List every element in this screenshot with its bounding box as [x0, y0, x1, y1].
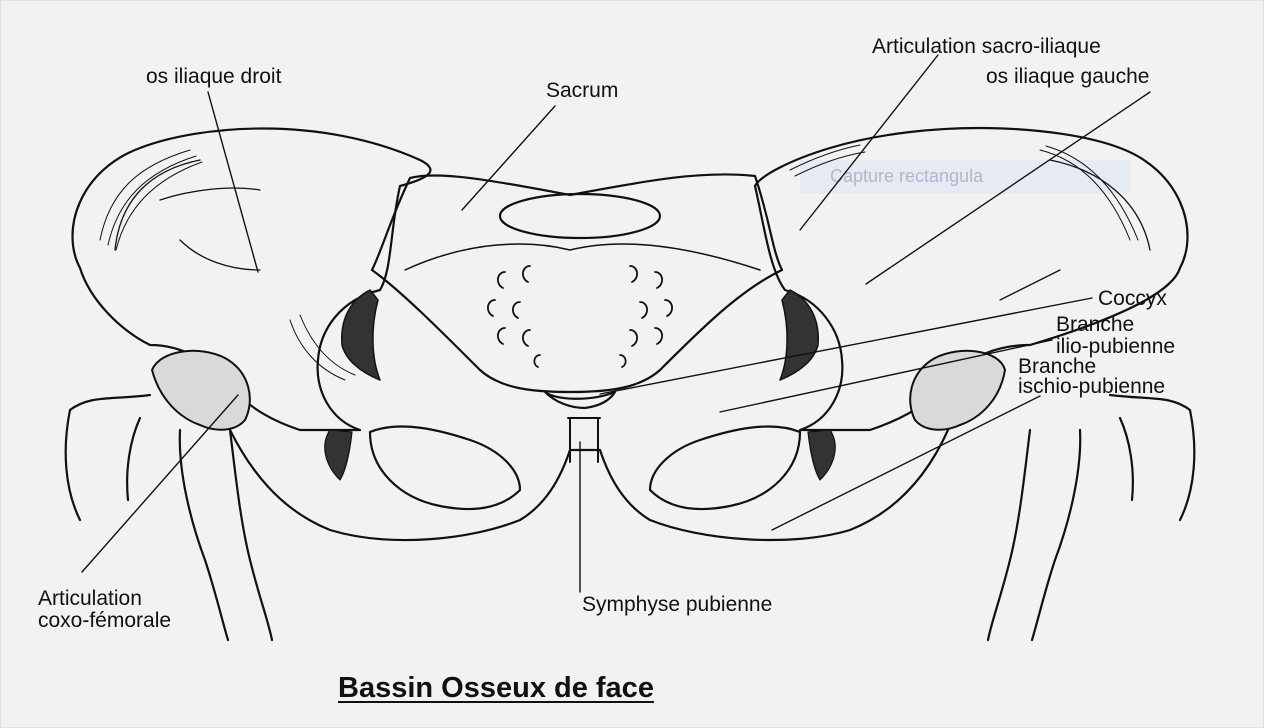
- label-articulation: Articulation: [38, 588, 142, 610]
- pubic-symphysis: [568, 418, 600, 462]
- label-os-iliaque-gauche: os iliaque gauche: [986, 66, 1149, 88]
- leader-sacro-iliaque: [800, 55, 938, 230]
- right-obturator-shade: [325, 430, 352, 480]
- left-femur: [988, 395, 1194, 640]
- leader-os-iliaque-gauche: [866, 92, 1150, 284]
- label-symphyse-pubienne: Symphyse pubienne: [582, 594, 772, 616]
- right-iliac-hatching: [100, 150, 355, 380]
- leader-sacrum: [462, 106, 555, 210]
- diagram-title: Bassin Osseux de face: [338, 672, 654, 705]
- label-coccyx: Coccyx: [1098, 288, 1167, 310]
- label-sacrum: Sacrum: [546, 80, 618, 102]
- label-articulation-sacro-iliaque: Articulation sacro-iliaque: [872, 36, 1101, 58]
- leader-os-iliaque-droit: [208, 92, 258, 272]
- label-os-iliaque-droit: os iliaque droit: [146, 66, 281, 88]
- sacrum-promontory: [500, 194, 660, 238]
- right-obturator-foramen: [370, 427, 520, 509]
- left-obturator-shade: [808, 430, 835, 480]
- leader-ischio-pubienne: [772, 396, 1040, 530]
- leader-coxo-femorale: [82, 395, 238, 572]
- left-iliac-hatching: [790, 145, 1138, 240]
- sacral-foramina: [488, 266, 672, 367]
- label-branche-1: Branche: [1056, 314, 1134, 336]
- sacrum-upper-lines: [405, 244, 760, 270]
- label-ischio-pubienne: ischio-pubienne: [1018, 376, 1165, 398]
- right-femoral-head: [152, 351, 250, 430]
- right-sacroiliac-joint: [342, 290, 380, 380]
- label-coxo-femorale: coxo-fémorale: [38, 610, 171, 632]
- leader-lines: [82, 55, 1150, 592]
- left-obturator-foramen: [650, 427, 800, 509]
- coccyx: [545, 392, 615, 408]
- sacrum: [372, 174, 782, 392]
- left-iliac-inner-line: [1000, 160, 1150, 300]
- left-femoral-head: [910, 351, 1005, 430]
- right-iliac-bone: [73, 128, 431, 430]
